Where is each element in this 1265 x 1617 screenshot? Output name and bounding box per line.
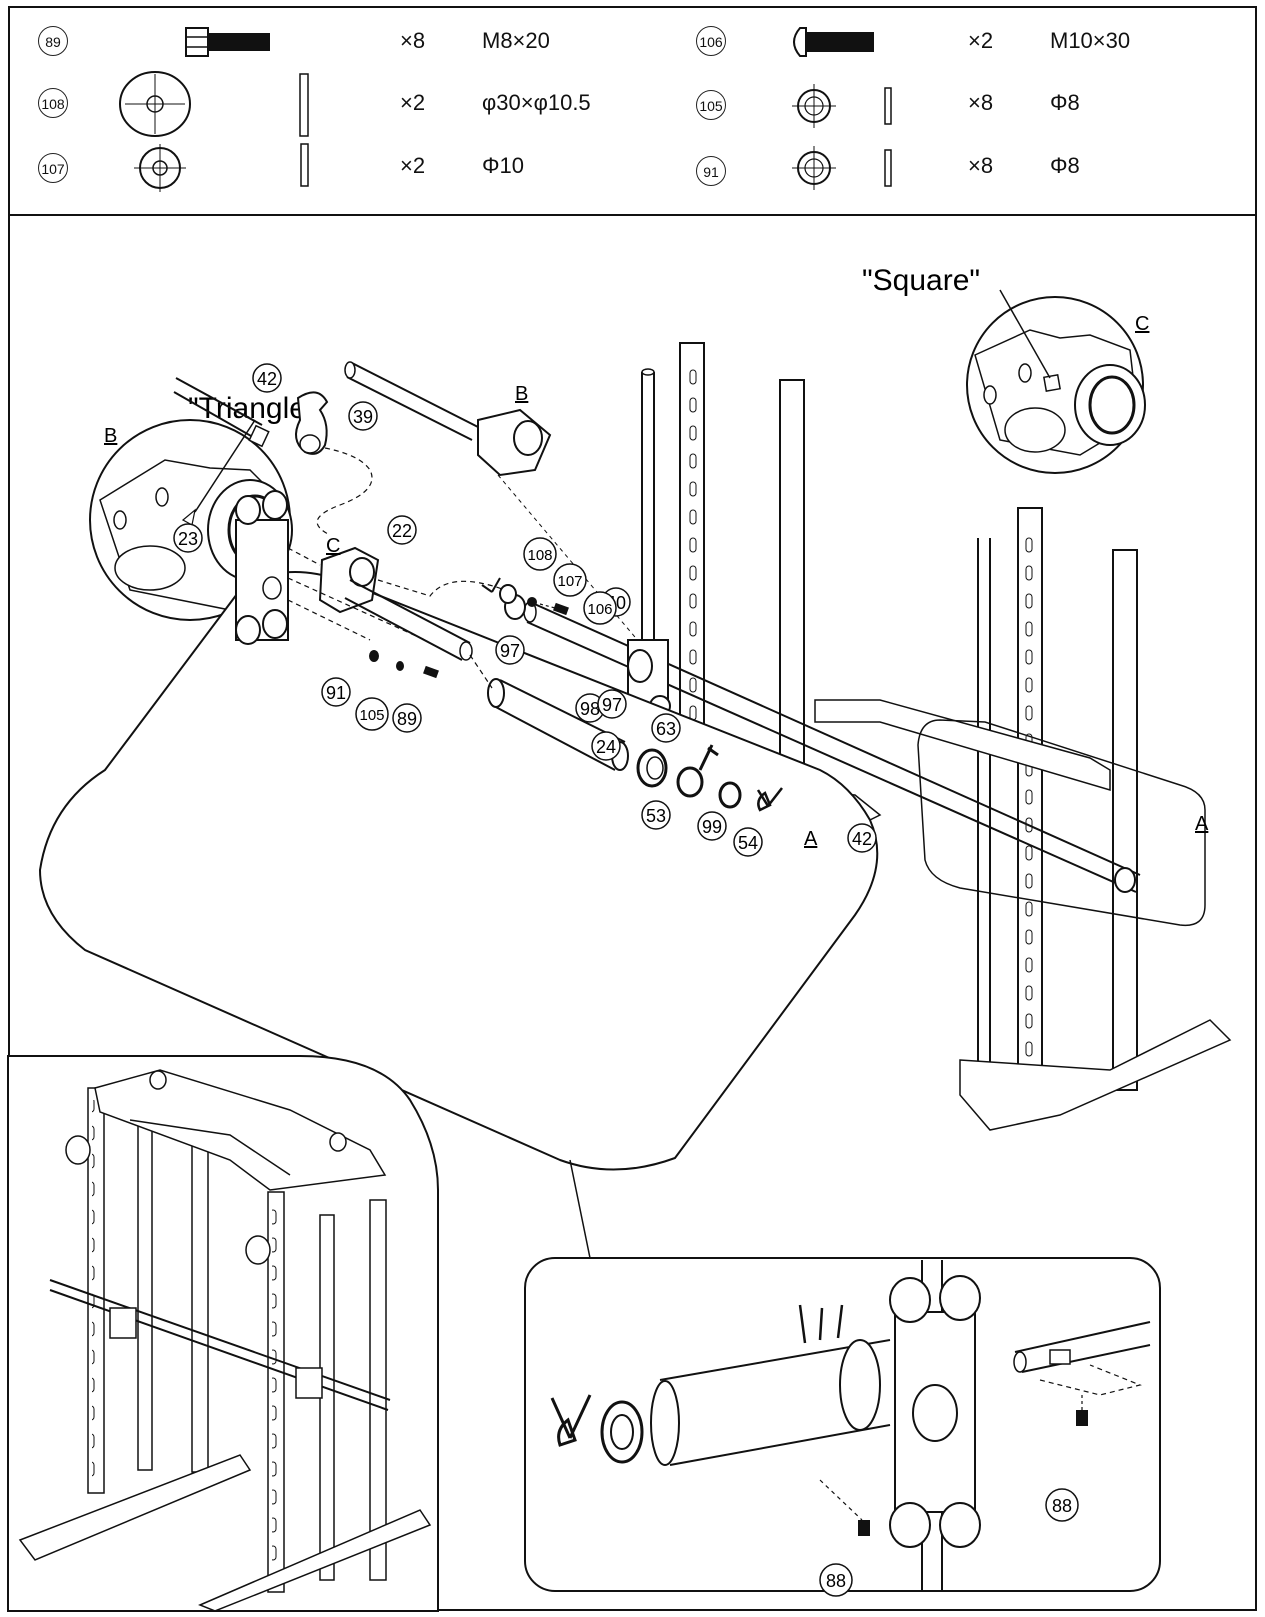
callout-23: 23 <box>173 523 203 553</box>
washer-side-view-icon <box>884 149 892 187</box>
spec-label: M10×30 <box>1050 28 1131 53</box>
part-number-badge: 91 <box>696 156 726 186</box>
quantity-label: ×8 <box>400 28 426 53</box>
detail-c-magnifier <box>966 289 1146 474</box>
callout-108: 108 <box>523 537 557 571</box>
callout-42: 42 <box>252 363 282 393</box>
washer-side-view-icon <box>884 87 892 125</box>
part-number-badge: 107 <box>38 153 68 183</box>
part-number-badge: 106 <box>696 26 726 56</box>
callout-24: 24 <box>591 731 621 761</box>
callout-106: 106 <box>583 591 617 625</box>
square-annotation: "Square" <box>862 264 980 297</box>
upper-bar-assembly <box>344 361 641 644</box>
callout-label: 88 <box>826 1571 846 1591</box>
detail-a-label: A <box>1195 813 1209 835</box>
hex-bolt-icon <box>185 27 270 57</box>
spec-label: Φ8 <box>1050 153 1080 178</box>
callout-label: 39 <box>353 407 373 427</box>
callout-107: 107 <box>553 563 587 597</box>
quantity-label: ×8 <box>968 153 994 178</box>
callout-label: 22 <box>392 521 412 541</box>
callout-98: 98 <box>575 693 605 723</box>
callout-63: 63 <box>651 713 681 743</box>
quantity-label: ×2 <box>400 90 426 115</box>
callout-label: 99 <box>702 817 722 837</box>
callout-label: 108 <box>527 547 552 564</box>
callout-label: 89 <box>397 709 417 729</box>
callout-label: 88 <box>1052 1496 1072 1516</box>
callout-99: 99 <box>697 811 727 841</box>
full-machine-drawing <box>18 1069 432 1612</box>
callout-label: 97 <box>602 695 622 715</box>
large-washer-icon <box>119 71 191 137</box>
callout-97: 97 <box>495 635 525 665</box>
quantity-label: ×8 <box>968 90 994 115</box>
spec-label: M8×20 <box>482 28 550 53</box>
callout-label: 42 <box>852 829 872 849</box>
spec-label: Φ8 <box>1050 90 1080 115</box>
detail-c-label: C <box>326 535 340 557</box>
part-number-badge: 105 <box>696 90 726 120</box>
detail-b-label: B <box>104 425 117 447</box>
part-number-badge: 89 <box>38 26 68 56</box>
callout-label: 24 <box>596 737 616 757</box>
quantity-label: ×2 <box>968 28 994 53</box>
callout-label: 54 <box>738 833 758 853</box>
callout-label: 97 <box>500 641 520 661</box>
detail-c-label: C <box>1135 313 1149 335</box>
detail-a-label: A <box>804 828 818 850</box>
callout-label: 63 <box>656 719 676 739</box>
part-callouts: 40 97 98 24 42 42 39 23 22 108 107 106 9… <box>173 363 1079 1597</box>
callout-label: 98 <box>580 699 600 719</box>
part-number-badge: 108 <box>38 88 68 118</box>
quantity-label: ×2 <box>400 153 426 178</box>
callout-label: 53 <box>646 806 666 826</box>
callout-label: 42 <box>257 369 277 389</box>
callout-88: 88 <box>819 1563 853 1597</box>
carriage-detail-drawing <box>550 1260 1151 1590</box>
callout-105: 105 <box>355 697 389 731</box>
spec-label: φ30×φ10.5 <box>482 90 591 115</box>
callout-97: 97 <box>597 689 627 719</box>
washer-side-view-icon <box>299 73 309 137</box>
callout-label: 107 <box>557 573 582 590</box>
washer-icon <box>792 146 836 190</box>
hardware-list: 89 ×8 M8×20 108 ×2 φ30×φ10.5 107 <box>8 6 1257 216</box>
callout-label: 105 <box>359 707 384 724</box>
callout-54: 54 <box>733 827 763 857</box>
washer-side-view-icon <box>300 143 309 187</box>
callout-42: 42 <box>847 823 877 853</box>
button-bolt-icon <box>793 27 874 57</box>
callout-label: 23 <box>178 529 198 549</box>
detail-a-region <box>917 719 1206 927</box>
callout-53: 53 <box>641 800 671 830</box>
washer-icon <box>134 144 186 192</box>
callout-89: 89 <box>392 703 422 733</box>
detail-b-label: B <box>515 383 528 405</box>
detail-leader-line <box>569 1159 591 1259</box>
callout-91: 91 <box>321 677 351 707</box>
callout-22: 22 <box>387 515 417 545</box>
callout-label: 91 <box>326 683 346 703</box>
washer-icon <box>792 84 836 128</box>
spec-label: Φ10 <box>482 153 525 178</box>
callout-label: 106 <box>587 601 612 618</box>
callout-39: 39 <box>348 401 378 431</box>
callout-88: 88 <box>1045 1488 1079 1522</box>
